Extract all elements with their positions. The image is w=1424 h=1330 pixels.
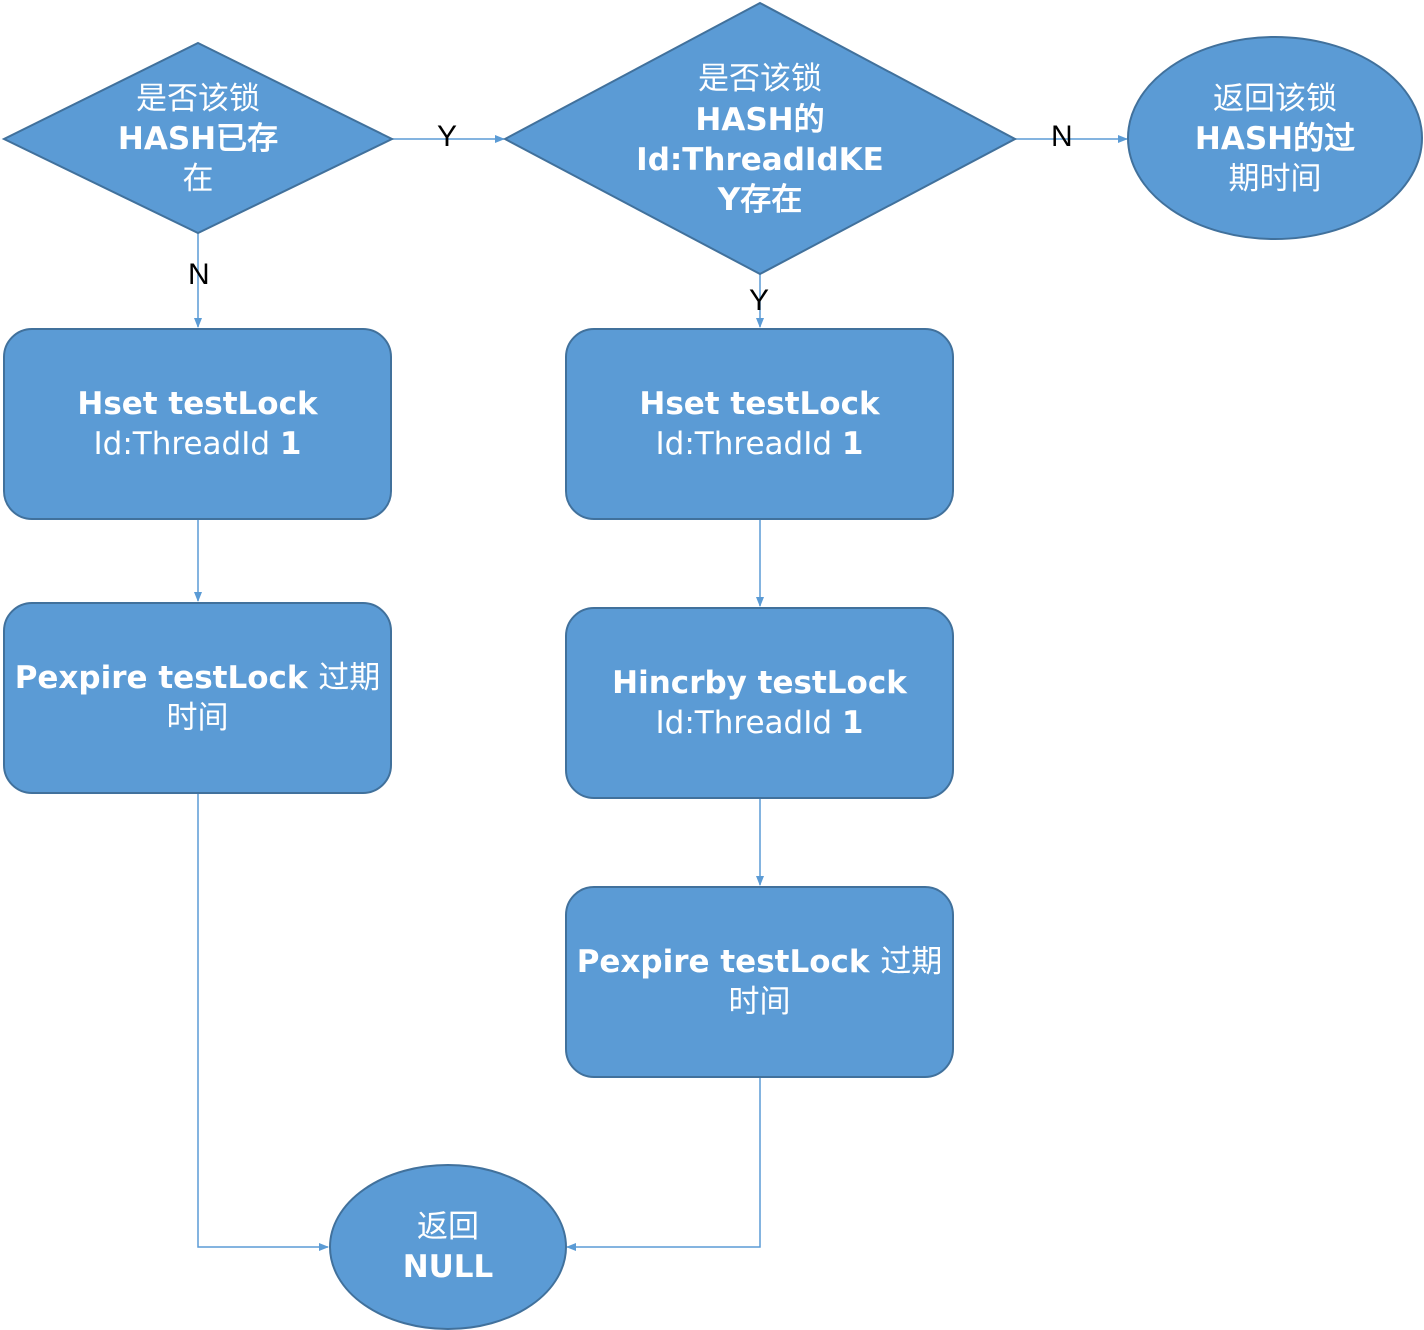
hincrby-value: 1: [841, 705, 864, 741]
hset-left-value: 1: [279, 426, 302, 462]
hincrby-line-2: Id:ThreadId 1: [656, 703, 864, 743]
process-hincrby: [565, 607, 954, 799]
process-hset-left-label: Hset testLock Id:ThreadId 1: [4, 329, 391, 519]
pexpire-right-command: Pexpire testLock: [576, 943, 881, 980]
hset-right-field: Id:ThreadId: [655, 426, 842, 462]
edge-label-exists-yes: Y: [437, 120, 458, 153]
process-hset-left: [3, 328, 392, 520]
pexpire-left-suffix: 过期: [318, 659, 381, 696]
return-null-line-1: 返回: [417, 1208, 479, 1245]
decision-field-exists-line-3: Id:ThreadIdKE: [636, 142, 884, 178]
decision-hash-exists-label: 是否该锁 HASH已存 在: [70, 73, 326, 205]
hincrby-field: Id:ThreadId: [655, 705, 842, 741]
process-hset-right-label: Hset testLock Id:ThreadId 1: [566, 329, 953, 519]
hset-right-line-2: Id:ThreadId 1: [656, 424, 864, 464]
edge-label-field-yes: Y: [749, 284, 770, 317]
decision-field-exists-label: 是否该锁 HASH的 Id:ThreadIdKE Y存在: [610, 50, 910, 230]
decision-field-exists-line-1: 是否该锁: [698, 61, 822, 98]
decision-field-exists-line-2: HASH的: [695, 101, 825, 138]
decision-field-exists: [502, 1, 1018, 276]
terminal-return-null: [329, 1164, 567, 1330]
pexpire-left-line-1: Pexpire testLock 过期: [15, 658, 381, 698]
decision-hash-exists-line-3: 在: [182, 161, 214, 198]
hset-left-line-1: Hset testLock: [77, 385, 318, 422]
pexpire-left-line-2: 时间: [166, 700, 229, 736]
edge-label-field-no: N: [1051, 120, 1073, 153]
return-ttl-line-1: 返回该锁: [1213, 80, 1337, 117]
process-pexpire-left: [3, 602, 392, 794]
process-pexpire-right: [565, 886, 954, 1078]
decision-field-exists-line-4: Y存在: [717, 182, 803, 219]
decision-hash-exists-line-2: HASH已存: [117, 120, 279, 157]
hset-left-field: Id:ThreadId: [93, 426, 280, 462]
pexpire-left-command: Pexpire testLock: [14, 659, 319, 696]
hset-left-line-2: Id:ThreadId 1: [94, 424, 302, 464]
process-pexpire-left-label: Pexpire testLock 过期 时间: [4, 603, 391, 793]
return-null-line-2: NULL: [402, 1249, 494, 1285]
process-hset-right: [565, 328, 954, 520]
decision-hash-exists: [1, 41, 395, 235]
decision-hash-exists-line-1: 是否该锁: [136, 80, 260, 117]
pexpire-right-line-2: 时间: [728, 984, 791, 1020]
pexpire-right-suffix: 过期: [880, 943, 943, 980]
terminal-return-null-label: 返回 NULL: [340, 1185, 556, 1309]
hset-right-line-1: Hset testLock: [639, 385, 880, 422]
process-hincrby-label: Hincrby testLock Id:ThreadId 1: [566, 608, 953, 798]
hincrby-line-1: Hincrby testLock: [612, 664, 907, 701]
edge-label-exists-no: N: [188, 258, 210, 291]
terminal-return-ttl-label: 返回该锁 HASH的过 期时间: [1160, 73, 1390, 205]
connector-pexpire-left-to-null: [197, 793, 329, 1251]
return-ttl-line-2: HASH的过: [1194, 120, 1356, 157]
process-pexpire-right-label: Pexpire testLock 过期 时间: [566, 887, 953, 1077]
hset-right-value: 1: [841, 426, 864, 462]
connector-pexpire-right-to-null: [566, 1077, 761, 1251]
return-ttl-line-3: 期时间: [1228, 161, 1322, 198]
pexpire-right-line-1: Pexpire testLock 过期: [577, 942, 943, 982]
terminal-return-ttl: [1127, 36, 1423, 240]
